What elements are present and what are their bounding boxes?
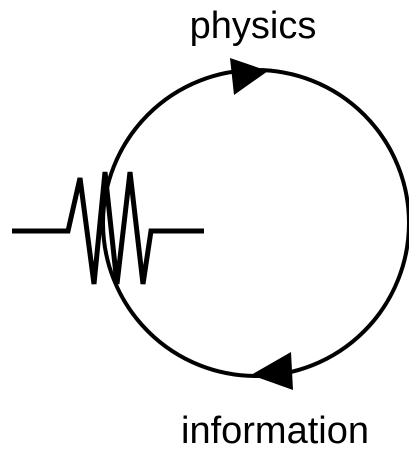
physics-label: physics <box>190 5 317 47</box>
cycle-circle <box>101 68 409 378</box>
arrowhead-right-icon <box>230 58 268 95</box>
arrowhead-left-icon <box>251 352 293 390</box>
information-label: information <box>181 410 369 449</box>
resistor-icon <box>12 171 204 285</box>
